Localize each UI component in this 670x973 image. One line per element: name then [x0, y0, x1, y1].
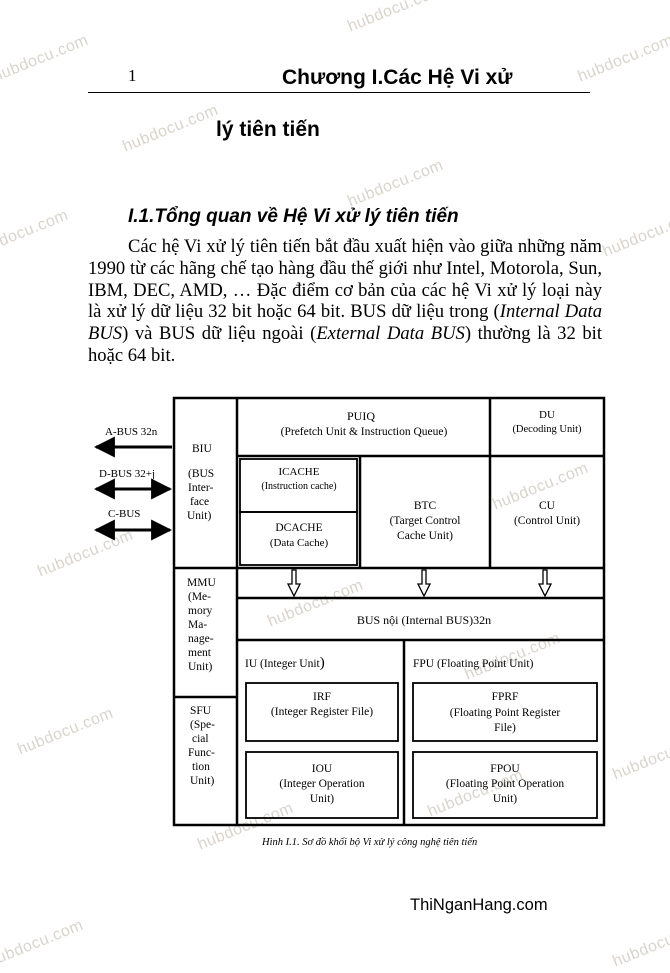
irf-box — [245, 682, 399, 742]
mmu-label: nage- — [188, 633, 214, 645]
fpou-box — [412, 751, 598, 819]
header-rule — [88, 92, 590, 93]
down-arrow-btc — [416, 569, 432, 598]
fprf-label: (Floating Point Register — [450, 707, 561, 719]
mmu-label: ment — [188, 647, 212, 659]
dcache-box — [239, 511, 358, 566]
sfu-label: SFU — [190, 705, 212, 717]
biu-label: Inter- — [188, 482, 213, 494]
fpou-label: FPOU — [490, 763, 520, 775]
sfu-label: (Spe- — [190, 719, 215, 731]
cbus-label: C-BUS — [108, 508, 140, 520]
fprf-box — [412, 682, 598, 742]
abus-label: A-BUS 32n — [105, 426, 158, 438]
emphasis-internal-bus: Internal Data BUS — [88, 301, 602, 345]
iu-label: IU (Integer Unit) — [245, 655, 325, 671]
chapter-title-continued: lý tiên tiến — [216, 118, 320, 141]
btc-label: BTC — [414, 500, 437, 512]
chapter-title: Chương I.Các Hệ Vi xử — [282, 66, 513, 89]
footer-site-name: ThiNganHang.com — [410, 896, 548, 914]
btc-label: Cache Unit) — [397, 530, 453, 542]
figure-caption: Hình I.1. Sơ đồ khối bộ Vi xử lý công ng… — [262, 837, 478, 848]
du-label: DU — [539, 409, 555, 421]
biu-label: BIU — [192, 443, 213, 455]
mmu-label: (Me- — [188, 591, 211, 603]
mmu-label: Ma- — [188, 619, 207, 631]
fpou-label: Unit) — [493, 793, 517, 805]
dcache-label: DCACHE — [275, 522, 322, 534]
fprf-label: File) — [494, 722, 516, 734]
down-arrow-cu — [537, 569, 553, 598]
puiq-label: (Prefetch Unit & Instruction Queue) — [281, 426, 448, 438]
paragraph-text: ) thường là 32 bit hoặc 64 bit. — [88, 323, 602, 366]
icache-label: (Instruction cache) — [261, 481, 336, 492]
body-paragraph: Các hệ Vi xử lý tiên tiến bắt đầu xuất h… — [88, 236, 602, 367]
internal-bus-label: BUS nội (Internal BUS)32n — [357, 613, 491, 627]
irf-label: (Integer Register File) — [271, 706, 373, 718]
icache-label: ICACHE — [279, 466, 320, 478]
sfu-label: tion — [192, 761, 210, 773]
mmu-label: Unit) — [188, 661, 212, 673]
fprf-label: FPRF — [492, 691, 519, 703]
fpou-label: (Floating Point Operation — [446, 778, 564, 790]
down-arrow-dcache — [286, 569, 302, 598]
sfu-label: cial — [192, 733, 209, 745]
cu-label: (Control Unit) — [514, 515, 580, 527]
biu-label: face — [190, 496, 209, 508]
iou-label: (Integer Operation — [279, 778, 365, 790]
dcache-label: (Data Cache) — [270, 537, 329, 549]
section-heading: I.1.Tổng quan về Hệ Vi xử lý tiên tiến — [128, 206, 459, 227]
cu-label: CU — [539, 500, 556, 512]
irf-label: IRF — [313, 691, 331, 703]
mmu-label: mory — [188, 605, 213, 617]
sfu-label: Func- — [188, 747, 215, 759]
sfu-label: Unit) — [190, 775, 214, 787]
fpu-label: FPU (Floating Point Unit) — [413, 658, 534, 670]
emphasis-external-bus: External Data BUS — [316, 323, 465, 345]
iou-label: IOU — [312, 763, 333, 775]
dbus-label: D-BUS 32+j — [99, 468, 155, 480]
btc-label: (Target Control — [390, 515, 461, 527]
puiq-label: PUIQ — [347, 409, 375, 423]
du-label: (Decoding Unit) — [512, 424, 582, 435]
iou-box — [245, 751, 399, 819]
biu-label: Unit) — [187, 510, 211, 522]
mmu-label: MMU — [187, 577, 216, 589]
paragraph-text: ) và BUS dữ liệu ngoài ( — [122, 323, 317, 345]
paragraph-text: Các hệ Vi xử lý tiên tiến bắt đầu xuất h… — [88, 236, 602, 323]
diagram-frame — [172, 396, 606, 827]
biu-label: (BUS — [188, 468, 214, 480]
iou-label: Unit) — [310, 793, 334, 805]
page-number: 1 — [128, 66, 137, 85]
